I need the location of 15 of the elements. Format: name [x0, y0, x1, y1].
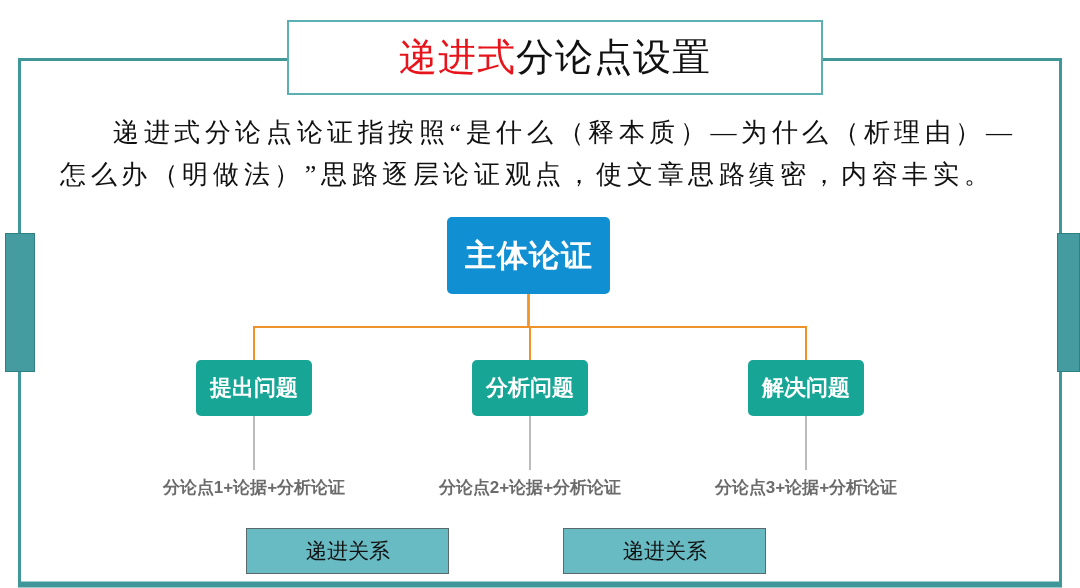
relation-box: 递进关系: [563, 528, 766, 574]
step-box: 解决问题: [748, 360, 864, 416]
relation-box: 递进关系: [246, 528, 449, 574]
connector-line: [527, 293, 807, 361]
step-box: 提出问题: [196, 360, 312, 416]
main-topic-box: 主体论证: [447, 217, 610, 294]
branch-caption: 分论点1+论据+分析论证: [162, 470, 346, 504]
title-text: 递进式分论点设置: [399, 34, 711, 80]
step-box: 分析问题: [472, 360, 588, 416]
connector-line: [529, 415, 531, 471]
intro-paragraph: 递进式分论点论证指按照“是什么（释本质）—为什么（析理由）—怎么办（明做法）”思路逐层论证观点，使文章思路缜密，内容丰实。: [60, 117, 1018, 191]
connector-line: [253, 415, 255, 471]
branch-caption: 分论点3+论据+分析论证: [714, 470, 898, 504]
branch-caption: 分论点2+论据+分析论证: [438, 470, 622, 504]
connector-line: [805, 415, 807, 471]
